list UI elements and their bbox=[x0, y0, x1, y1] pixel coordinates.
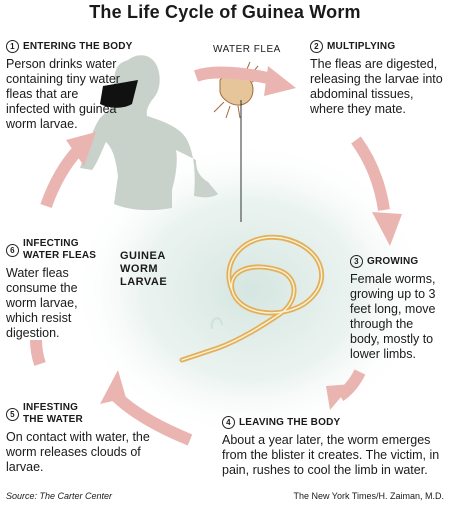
step-heading: INFECTING WATER FLEAS bbox=[23, 238, 97, 261]
step-text: On contact with water, the worm releases… bbox=[6, 430, 150, 474]
step-5: 5 INFESTING THE WATER On contact with wa… bbox=[6, 402, 158, 475]
step-4: 4 LEAVING THE BODY About a year later, t… bbox=[222, 416, 444, 478]
arrow-2-to-3 bbox=[351, 136, 402, 246]
step-heading: INFESTING THE WATER bbox=[23, 402, 83, 425]
step-number: 6 bbox=[6, 243, 19, 257]
arrow-4-to-5 bbox=[100, 370, 193, 446]
step-2: 2 MULTIPLYING The fleas are digested, re… bbox=[310, 40, 446, 117]
step-heading: ENTERING THE BODY bbox=[23, 40, 133, 52]
step-number: 3 bbox=[350, 255, 363, 268]
step-text: About a year later, the worm emerges fro… bbox=[222, 433, 440, 477]
arrow-3-to-4 bbox=[326, 369, 366, 410]
arrow-1-to-2 bbox=[193, 66, 296, 96]
step-text: The fleas are digested, releasing the la… bbox=[310, 57, 443, 116]
water-cup bbox=[100, 80, 138, 108]
arrow-6-to-1 bbox=[40, 132, 96, 209]
step-6: 6 INFECTING WATER FLEAS Water fleas cons… bbox=[6, 238, 106, 341]
water-flea-label: WATER FLEA bbox=[213, 44, 281, 55]
page-title: The Life Cycle of Guinea Worm bbox=[89, 2, 361, 22]
step-heading: GROWING bbox=[367, 255, 419, 267]
step-text: Person drinks water containing tiny wate… bbox=[6, 57, 120, 131]
step-3: 3 GROWING Female worms, growing up to 3 … bbox=[350, 255, 446, 362]
step-number: 5 bbox=[6, 407, 19, 421]
guinea-worm-larvae-label: GUINEA WORM LARVAE bbox=[120, 250, 168, 288]
step-1: 1 ENTERING THE BODY Person drinks water … bbox=[6, 40, 132, 132]
step-heading: LEAVING THE BODY bbox=[239, 416, 341, 428]
step-number: 4 bbox=[222, 416, 235, 429]
step-text: Water fleas consume the worm larvae, whi… bbox=[6, 266, 78, 340]
step-heading: MULTIPLYING bbox=[327, 40, 396, 52]
water-glow bbox=[70, 140, 430, 440]
step-number: 2 bbox=[310, 40, 323, 53]
cycle-arrows bbox=[30, 66, 402, 446]
step-number: 1 bbox=[6, 40, 19, 53]
human-figure bbox=[80, 55, 218, 211]
arrow-5-to-6 bbox=[30, 339, 46, 366]
source-credit: Source: The Carter Center bbox=[6, 491, 113, 501]
guinea-worm bbox=[179, 234, 325, 363]
step-text: Female worms, growing up to 3 feet long,… bbox=[350, 272, 436, 361]
artist-credit: The New York Times/H. Zaiman, M.D. bbox=[293, 491, 444, 501]
